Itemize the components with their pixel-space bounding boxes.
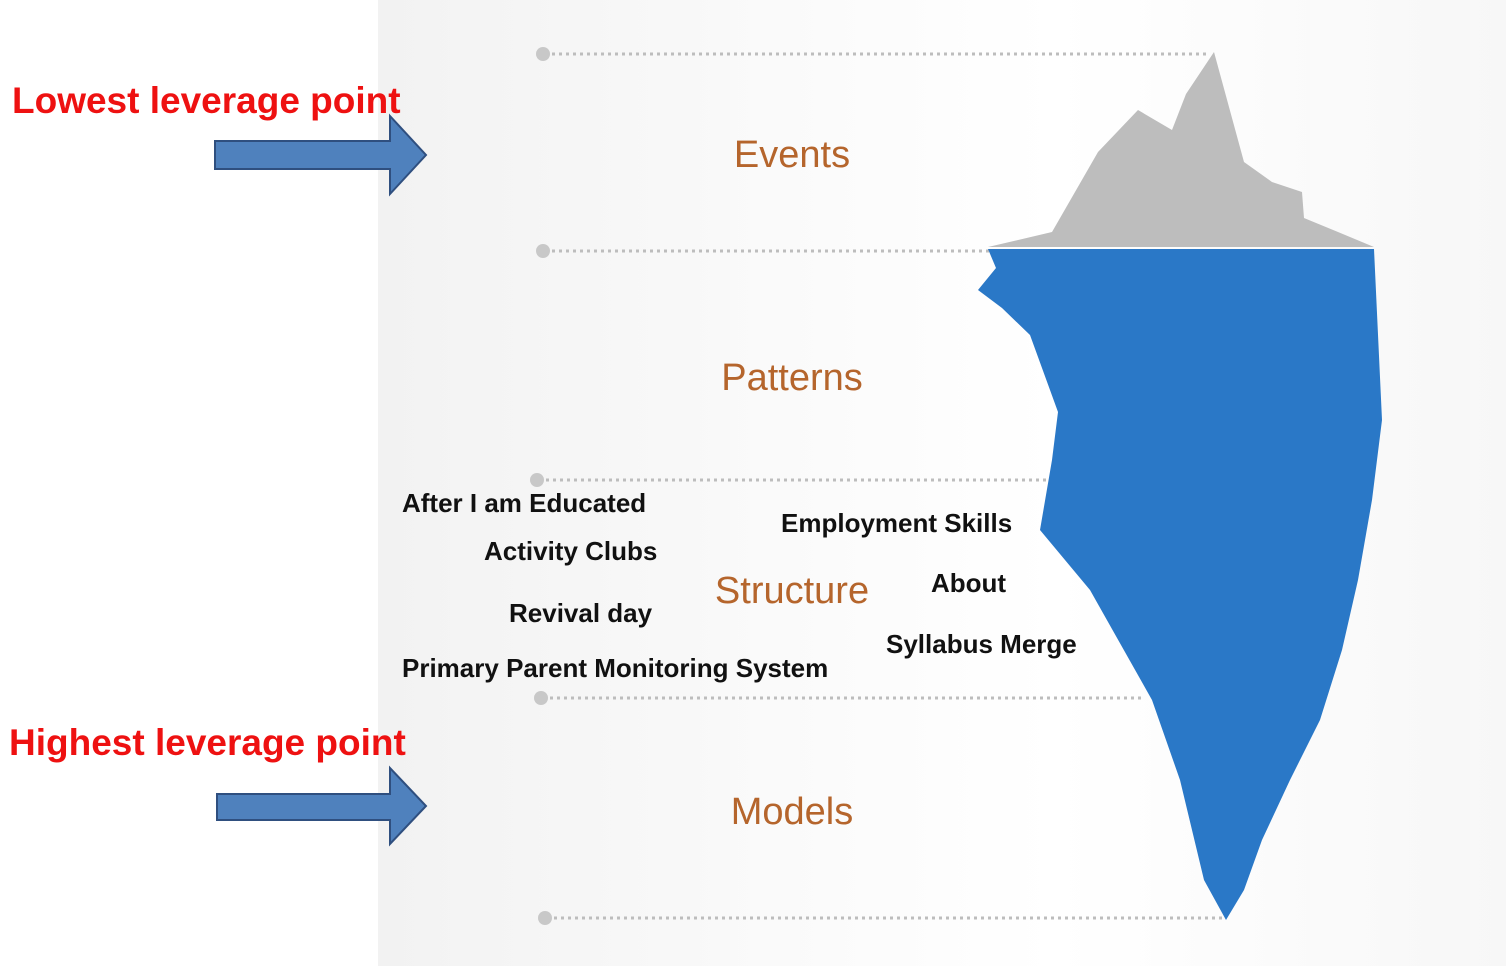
level-models-label: Models: [730, 791, 854, 833]
level-structure-label: Structure: [714, 570, 870, 612]
note-employment-skills: Employment Skills: [781, 508, 1013, 538]
level-guides: [530, 47, 1222, 925]
note-activity-clubs: Activity Clubs: [484, 536, 658, 566]
highest-leverage-label: Highest leverage point: [9, 722, 406, 763]
guide-line-3: [530, 473, 1050, 487]
guide-line-1: [536, 47, 1210, 61]
guide-line-4: [534, 691, 1145, 705]
iceberg-submerged: [978, 249, 1382, 920]
note-primary-parent-monitoring-system: Primary Parent Monitoring System: [402, 653, 829, 683]
note-revival-day: Revival day: [509, 598, 653, 628]
note-syllabus-merge: Syllabus Merge: [886, 629, 1077, 659]
level-events-label: Events: [733, 134, 851, 176]
lowest-leverage-arrow-icon: [214, 113, 428, 197]
guide-line-5: [538, 911, 1222, 925]
highest-leverage-arrow-icon: [216, 765, 428, 847]
lowest-leverage-label: Lowest leverage point: [12, 80, 401, 121]
iceberg-tip: [988, 52, 1374, 247]
guide-line-2: [536, 244, 1000, 258]
note-after-i-am-educated: After I am Educated: [402, 488, 647, 518]
note-about: About: [931, 568, 1007, 598]
level-patterns-label: Patterns: [721, 357, 863, 399]
